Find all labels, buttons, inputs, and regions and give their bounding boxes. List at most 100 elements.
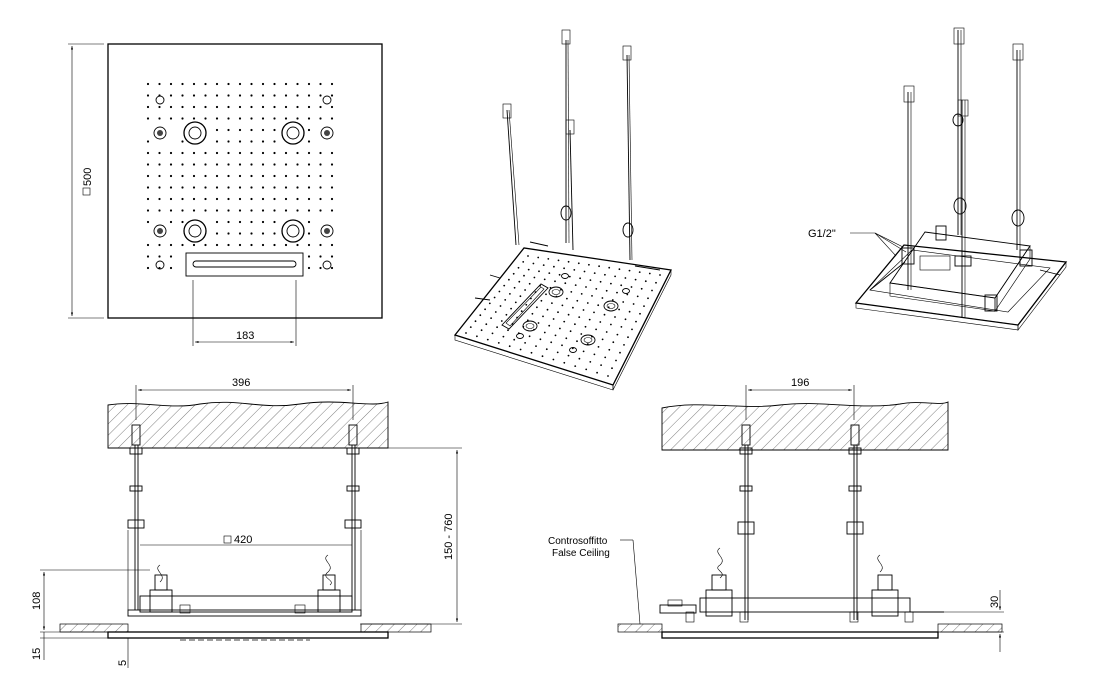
nozzle-dot bbox=[146, 186, 150, 189]
iso-blade bbox=[501, 283, 549, 330]
iso-nozzle-dot bbox=[580, 333, 583, 335]
iso-nozzle-dot bbox=[632, 303, 635, 305]
iso-nozzle-dot bbox=[574, 365, 577, 367]
left-box-body bbox=[127, 554, 362, 617]
nozzle-dot bbox=[215, 243, 219, 247]
nozzle-dot bbox=[261, 243, 265, 247]
nozzle-dot bbox=[319, 186, 322, 189]
iso-nozzle-dot bbox=[542, 264, 545, 266]
nozzle-dot bbox=[319, 266, 322, 270]
iso-nozzle-dot bbox=[624, 277, 627, 279]
iso-nozzle-dot bbox=[578, 357, 581, 360]
nozzle-dot bbox=[238, 197, 242, 201]
nozzle-dot bbox=[181, 151, 184, 155]
nozzle-dot bbox=[146, 209, 150, 212]
nozzle-dot bbox=[250, 128, 253, 132]
nozzle-dot bbox=[250, 232, 253, 235]
dim-15: 15 bbox=[31, 632, 108, 660]
nozzle-dot bbox=[169, 117, 173, 120]
left-ceiling-panels bbox=[59, 623, 432, 641]
nozzle-dot bbox=[296, 151, 299, 155]
iso-nozzle-dot bbox=[570, 291, 573, 293]
nozzle-dot bbox=[227, 243, 230, 247]
nozzle-dot bbox=[296, 174, 299, 178]
nozzle-dot bbox=[227, 140, 230, 143]
iso-nozzle-dot bbox=[591, 295, 593, 297]
nozzle-dot bbox=[158, 174, 161, 178]
nozzle-dot bbox=[158, 117, 161, 120]
nozzle-dot bbox=[146, 105, 150, 109]
iso-nozzle-dot bbox=[648, 272, 651, 275]
iso-nozzle-dot bbox=[598, 265, 600, 268]
iso-nozzle-dot bbox=[659, 274, 661, 276]
iso-nozzle-dot bbox=[579, 277, 581, 280]
nozzle-dot bbox=[204, 151, 207, 155]
top-view: 500 183 bbox=[68, 43, 383, 346]
iso-nozzle-dot bbox=[605, 331, 608, 333]
iso-nozzle-dot bbox=[574, 323, 576, 326]
iso-nozzle-dot bbox=[543, 331, 546, 334]
iso-nozzle-dot bbox=[605, 289, 608, 292]
nozzle-dot bbox=[330, 94, 334, 97]
iso-nozzle-dot bbox=[496, 326, 498, 329]
iso-nozzle-dot bbox=[619, 351, 621, 354]
iso-nozzle-dot bbox=[541, 355, 544, 358]
iso-view-top: G1/2" bbox=[808, 27, 1068, 331]
nozzle-dot bbox=[273, 232, 276, 235]
iso-nozzle-dot bbox=[631, 328, 633, 331]
nozzle-dot bbox=[238, 105, 242, 109]
iso-nozzle-dot bbox=[555, 295, 558, 298]
iso-nozzle-dot bbox=[552, 318, 555, 320]
nozzle-dot bbox=[250, 209, 253, 212]
iso-nozzle-dot bbox=[596, 371, 598, 374]
nozzle-dot bbox=[204, 82, 207, 86]
nozzle-dot bbox=[238, 94, 242, 97]
iso-nozzle-dot bbox=[486, 338, 489, 341]
iso-nozzle-dot bbox=[588, 318, 591, 321]
nozzle-dot bbox=[227, 105, 230, 109]
iso-nozzle-dot bbox=[593, 272, 596, 274]
nozzle-dot bbox=[181, 105, 184, 109]
ceiling-label-en: False Ceiling bbox=[552, 548, 610, 559]
dim-183: 183 bbox=[192, 280, 297, 346]
iso-nozzle-dot bbox=[561, 304, 564, 307]
nozzle-dot bbox=[169, 209, 173, 212]
nozzle-dot bbox=[204, 174, 207, 178]
nozzle-dot bbox=[227, 232, 230, 235]
nozzle-dot bbox=[158, 243, 161, 247]
nozzle-dot bbox=[238, 174, 242, 178]
nozzle-dot bbox=[181, 94, 184, 97]
iso-nozzle-dot bbox=[628, 269, 631, 272]
nozzle-dot bbox=[307, 174, 311, 178]
iso-nozzle-dot bbox=[539, 338, 542, 341]
nozzle-dot bbox=[181, 220, 184, 224]
nozzle-dot bbox=[250, 105, 253, 109]
nozzle-dot bbox=[319, 82, 322, 86]
iso-nozzle-dot bbox=[560, 288, 562, 291]
iso-nozzle-dot bbox=[604, 356, 607, 359]
nozzle-dot bbox=[192, 186, 196, 189]
nozzle-dot bbox=[330, 163, 334, 166]
iso-nozzle-dot bbox=[484, 308, 486, 311]
nozzle-dot bbox=[192, 209, 196, 212]
dim-5-label: 5 bbox=[117, 660, 129, 666]
nozzle-dot bbox=[181, 243, 184, 247]
nozzle-dot bbox=[273, 140, 276, 143]
iso-nozzle-dot bbox=[533, 328, 535, 331]
nozzle-dot bbox=[250, 197, 253, 201]
nozzle-dot bbox=[261, 82, 265, 86]
nozzle-dot bbox=[192, 197, 196, 201]
nozzle-dot bbox=[319, 163, 322, 166]
iso-nozzle-dot bbox=[525, 303, 528, 306]
nozzle-dot bbox=[284, 197, 288, 201]
nozzle-dot bbox=[158, 82, 161, 86]
side-view-right: 196 bbox=[548, 377, 1004, 652]
dim-183-label: 183 bbox=[236, 330, 254, 342]
nozzle-dot bbox=[146, 151, 150, 155]
nozzle-dot bbox=[238, 82, 242, 86]
nozzle-dot bbox=[261, 220, 265, 224]
iso-nozzle-dot bbox=[519, 295, 522, 298]
iso-nozzle-dot bbox=[554, 280, 556, 283]
nozzle-dot bbox=[307, 255, 311, 258]
nozzle-dot bbox=[169, 163, 173, 166]
